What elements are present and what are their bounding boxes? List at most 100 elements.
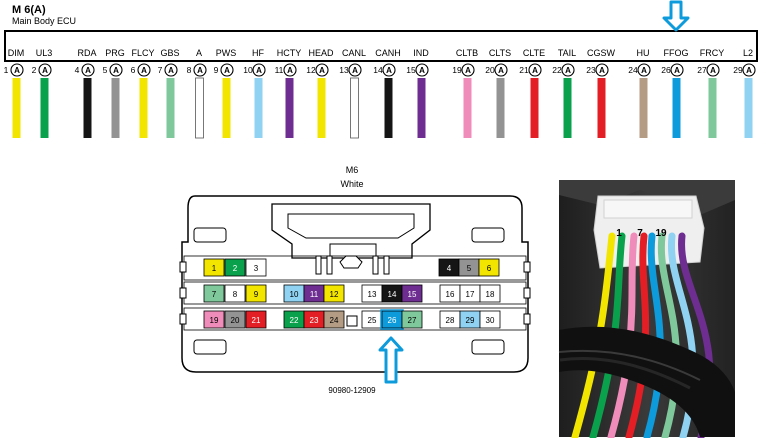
wire-dim: [12, 78, 21, 138]
cavity-9: 9: [245, 284, 267, 303]
connector-letter-circle: [81, 63, 95, 77]
wire-clte: [530, 78, 539, 138]
cavity-number: 11: [310, 290, 319, 299]
cavity-fill: [203, 284, 225, 303]
pin-number: 10: [243, 65, 253, 75]
wire-cgsw: [597, 78, 606, 138]
terminal-label: FRCY: [700, 48, 725, 58]
connector-title: M6: [346, 165, 359, 175]
wire-tail: [563, 78, 572, 138]
connector-letter-circle: [415, 63, 429, 77]
connector-letter: A: [599, 66, 605, 75]
terminal-label: FFOG: [664, 48, 689, 58]
cavity-20: 20: [224, 310, 246, 329]
terminal-label: CANH: [375, 48, 401, 58]
connector-letter: A: [197, 66, 203, 75]
photo-pin-label: 1: [616, 228, 622, 239]
highlight-arrow-bottom: [378, 336, 404, 384]
connector-letter-circle: [348, 63, 362, 77]
wire-hf: [254, 78, 263, 138]
photo-wires: [571, 232, 714, 438]
cavity-number: 18: [486, 290, 495, 299]
cavity-number: 8: [233, 290, 238, 299]
connector-letter: A: [141, 66, 147, 75]
cavity-fill: [203, 258, 225, 277]
terminal-label: GBS: [160, 48, 179, 58]
connector-id: M 6(A): [12, 4, 46, 16]
cavity-fill: [401, 310, 423, 329]
connector-letter: A: [386, 66, 392, 75]
pin-number: 8: [187, 65, 192, 75]
cavity-fill: [478, 258, 500, 277]
terminal-label: PWS: [216, 48, 237, 58]
cavity-14: 14: [381, 284, 403, 303]
wire-gbs: [166, 78, 175, 138]
cavity-23: 23: [303, 310, 325, 329]
connector-letter-circle: [461, 63, 475, 77]
cavity-number: 28: [446, 316, 455, 325]
cavity-fill: [224, 310, 246, 329]
photo-wire: [571, 232, 616, 438]
wire-a: [195, 77, 204, 139]
wire-frcy: [708, 78, 717, 138]
cavity-number: 6: [487, 264, 492, 273]
cavity-number: 3: [254, 264, 259, 273]
connector-letter: A: [498, 66, 504, 75]
pin-number: 11: [275, 65, 284, 75]
cavity-number: 19: [210, 316, 219, 325]
wire-rda: [83, 78, 92, 138]
connector-letter-circle: [283, 63, 297, 77]
pin-number: 24: [628, 65, 638, 75]
connector-letter: A: [14, 66, 20, 75]
connector-letter-circle: [670, 63, 684, 77]
highlight-arrow-top: [662, 0, 690, 32]
wire-clts: [496, 78, 505, 138]
cavity-number: 26: [388, 316, 397, 325]
cavity-fill: [224, 258, 246, 277]
cavity-fill: [323, 310, 345, 329]
cavity-number: 30: [486, 316, 495, 325]
cavity-fill: [479, 310, 501, 329]
connector-letter: A: [641, 66, 647, 75]
cavity-fill: [479, 284, 501, 303]
component-name: Main Body ECU: [12, 16, 76, 26]
pin-number: 20: [485, 65, 495, 75]
connector-color: White: [340, 179, 363, 189]
cavity-number: 10: [290, 290, 299, 299]
cavity-number: 17: [466, 290, 475, 299]
connector-letter-circle: [637, 63, 651, 77]
pin-number: 27: [697, 65, 707, 75]
wire-prg: [111, 78, 120, 138]
pin-number: 19: [452, 65, 462, 75]
terminal-strip: [4, 30, 758, 62]
terminal-label: A: [196, 48, 202, 58]
terminal-label: IND: [413, 48, 429, 58]
terminal-label: DIM: [8, 48, 25, 58]
terminal-label: CLTB: [456, 48, 478, 58]
connector-latch: [271, 203, 431, 259]
connector-letter: A: [465, 66, 471, 75]
cavity-number: 15: [408, 290, 417, 299]
header: M 6(A) Main Body ECU: [12, 4, 76, 26]
wire-ind: [417, 78, 426, 138]
pin-number: 23: [586, 65, 596, 75]
connector-letter: A: [42, 66, 48, 75]
cavity-12: 12: [323, 284, 345, 303]
pin-number: 29: [733, 65, 743, 75]
connector-letter-circle: [164, 63, 178, 77]
